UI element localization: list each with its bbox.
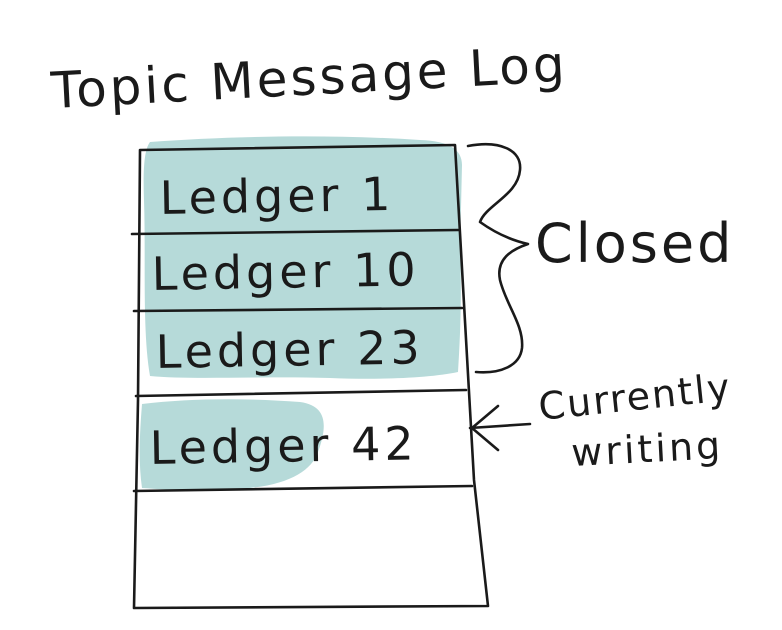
row-divider (132, 306, 464, 313)
row-divider (130, 228, 460, 236)
currently-writing-line1: Currently (536, 365, 733, 429)
wash-closed-ledgers (143, 136, 462, 379)
diagram-title: Topic Message Log (49, 35, 569, 120)
currently-writing-line2: writing (570, 423, 724, 475)
arrow-head (470, 404, 500, 452)
current-ledger-arrow (468, 404, 532, 452)
arrow-shaft (468, 422, 532, 430)
log-box-outline (132, 143, 490, 610)
watercolor-wash (139, 136, 462, 491)
row-divider (132, 484, 474, 493)
ledger-label: Ledger 42 (149, 416, 418, 475)
row-divider (134, 388, 468, 398)
closed-label: Closed (535, 212, 734, 275)
ledger-label: Ledger 1 (159, 167, 395, 225)
closed-group-brace (466, 143, 530, 374)
ledger-label: Ledger 10 (151, 242, 420, 301)
ledger-label: Ledger 23 (155, 320, 424, 379)
wash-current-ledger (139, 399, 324, 491)
